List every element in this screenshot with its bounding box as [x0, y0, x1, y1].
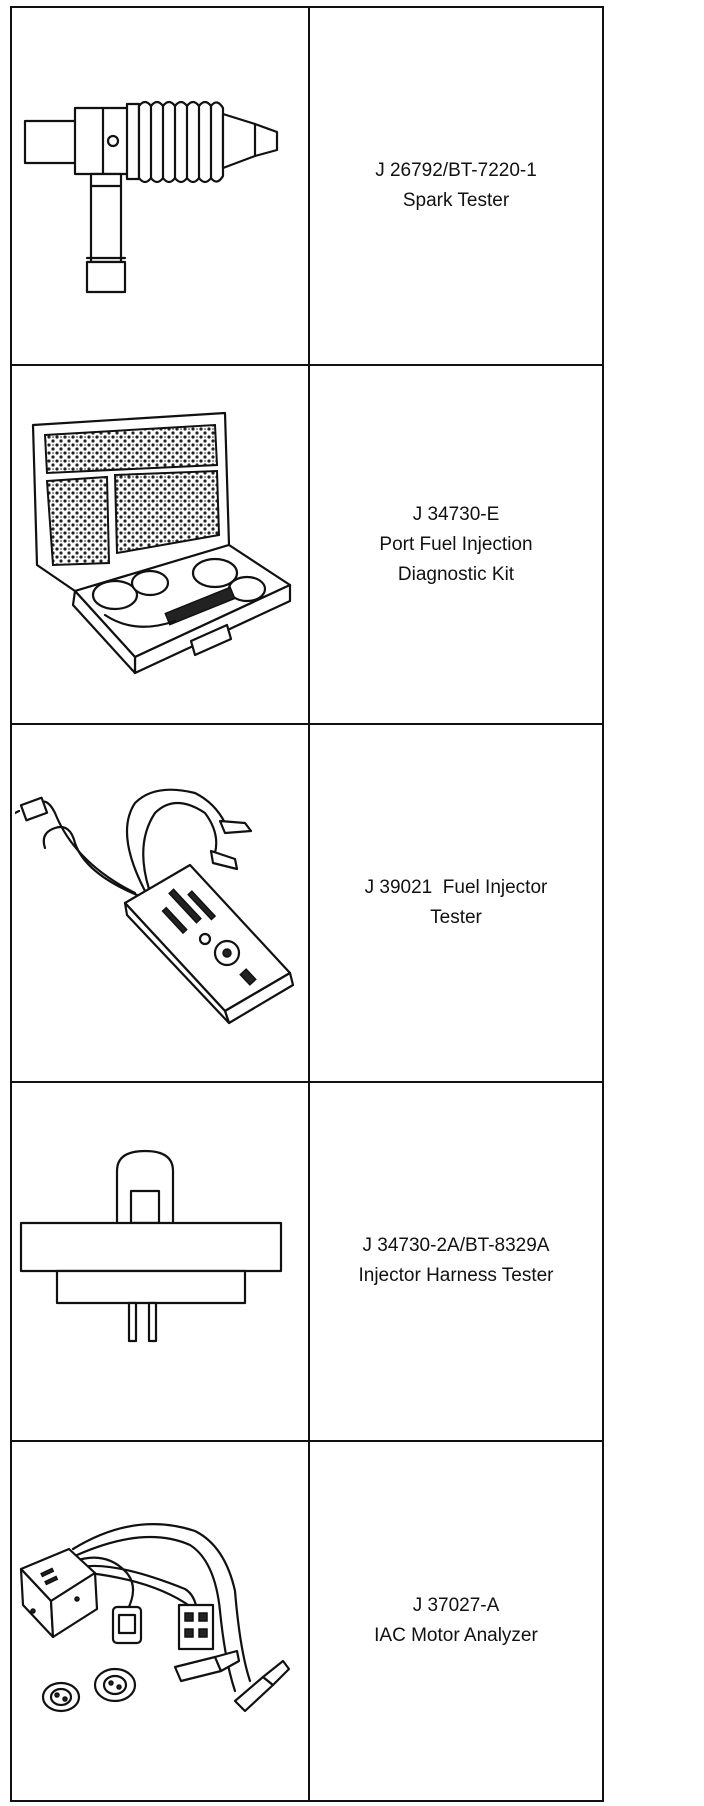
- tool-image-cell: [12, 724, 310, 1084]
- tool-name-line: Tester: [430, 906, 482, 928]
- tool-description-cell: J 26792/BT-7220-1 Spark Tester: [310, 8, 602, 367]
- tool-description-cell: J 34730-2A/BT-8329A Injector Harness Tes…: [310, 1083, 602, 1442]
- tool-table: J 26792/BT-7220-1 Spark Tester: [10, 6, 604, 1802]
- part-number: J 34730-2A/BT-8329A: [362, 1235, 550, 1257]
- tool-image-cell: [12, 8, 310, 367]
- part-number: J 37027-A: [412, 1594, 500, 1616]
- tool-image-cell: [12, 1441, 310, 1800]
- diagnostic-kit-case-icon: [31, 411, 292, 674]
- fuel-injector-tester-icon: [15, 788, 295, 1025]
- tool-name-line: Injector Harness Tester: [358, 1265, 554, 1287]
- tool-name-line: Port Fuel Injection: [379, 533, 533, 555]
- spark-tester-icon: [23, 101, 279, 294]
- tool-name-line: Diagnostic Kit: [397, 563, 515, 585]
- tool-description-cell: J 39021 Fuel Injector Tester: [310, 725, 602, 1084]
- injector-harness-tester-icon: [19, 1150, 283, 1343]
- tool-image-cell: [12, 1083, 310, 1442]
- tool-description-cell: J 34730-E Port Fuel Injection Diagnostic…: [310, 366, 602, 725]
- part-number: J 26792/BT-7220-1: [375, 160, 537, 182]
- iac-motor-analyzer-icon: [19, 1522, 291, 1712]
- part-number: J 39021 Fuel Injector: [364, 876, 548, 898]
- tool-name-line: IAC Motor Analyzer: [374, 1624, 538, 1646]
- tool-image-cell: [12, 366, 310, 725]
- part-number: J 34730-E: [412, 503, 500, 525]
- tool-description-cell: J 37027-A IAC Motor Analyzer: [310, 1442, 602, 1800]
- tool-name-line: Spark Tester: [402, 190, 510, 212]
